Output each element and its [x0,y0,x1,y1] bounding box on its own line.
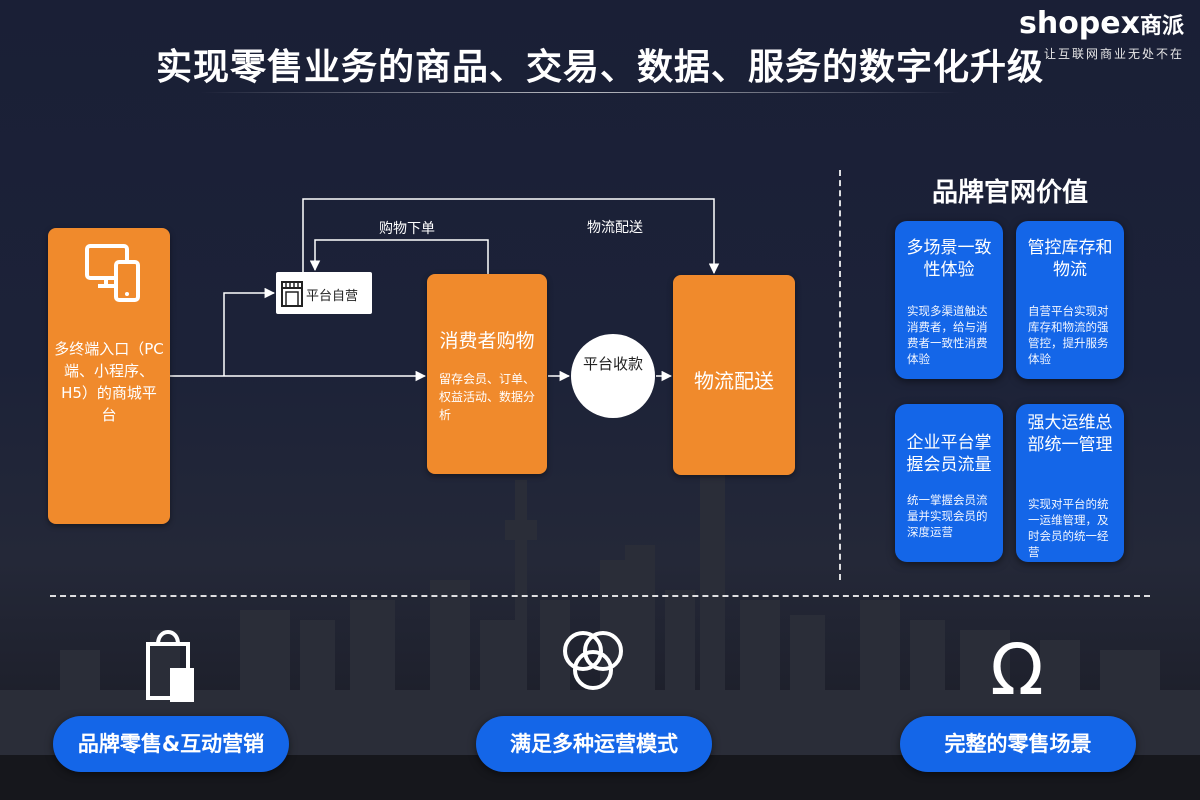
logo-brand: shopex [1018,6,1140,41]
logo-brand-cn: 商派 [1139,14,1184,39]
overlapping-circles-icon [563,631,623,690]
value-section-title: 品牌官网价值 [931,178,1088,208]
value-card-title: 管控库存和物流 [1027,238,1113,280]
shopping-desc: 留存会员、订单、权益活动、数据分析 [439,372,536,422]
value-card: 管控库存和物流 自营平台实现对库存和物流的强管控，提升服务体验 [1016,221,1124,379]
shopping-title: 消费者购物 [439,330,535,352]
platform-label: 平台自营 [306,289,359,304]
value-card-title: 多场景一致性体验 [906,238,992,280]
horizontal-divider [50,595,1150,597]
platform-payment-circle: 平台收款 [571,334,655,418]
value-card-desc: 实现对平台的统一运维管理，及时会员的统一经营 [1028,497,1109,559]
value-card-desc: 统一掌握会员流量并实现会员的深度运营 [907,493,988,539]
arrow-to-platform [223,287,276,376]
value-card: 强大运维总部统一管理 实现对平台的统一运维管理，及时会员的统一经营 [1016,404,1124,562]
logistics-box: 物流配送 [673,275,795,475]
vertical-divider [839,170,841,580]
arrow-platform-to-logistics [302,198,720,275]
edge-label-logistics: 物流配送 [587,220,643,236]
shopping-bag-icon [146,630,194,702]
platform-self-operated-box: 平台自营 [276,272,372,314]
edge-label-order: 购物下单 [379,221,435,237]
multi-terminal-box: 多终端入口（PC端、小程序、H5）的商城平台 [48,228,170,524]
feature-pill-operation-modes: 满足多种运营模式 [476,716,712,772]
shopex-logo: shopex商派 让互联网商业无处不在 [1019,6,1184,62]
value-card: 企业平台掌握会员流量 统一掌握会员流量并实现会员的深度运营 [895,404,1003,562]
page-title: 实现零售业务的商品、交易、数据、服务的数字化升级 [155,47,1044,88]
devices-icon [85,244,140,302]
value-card-desc: 自营平台实现对库存和物流的强管控，提升服务体验 [1028,304,1109,366]
feature-pill-retail-marketing: 品牌零售&互动营销 [53,716,289,772]
title-divider [200,92,960,93]
feature-pill-retail-scenarios: 完整的零售场景 [900,716,1136,772]
value-card-title: 强大运维总部统一管理 [1027,413,1113,455]
logistics-title: 物流配送 [694,369,774,393]
value-card-desc: 实现多渠道触达消费者，给与消费者一致性消费体验 [907,304,988,366]
arrow-shopping-to-platform [309,239,489,274]
storefront-icon [281,281,303,307]
omega-icon: Ω [990,629,1044,711]
terminal-text: 多终端入口（PC端、小程序、H5）的商城平台 [54,340,164,424]
payment-label: 平台收款 [582,355,643,373]
consumer-shopping-box: 消费者购物 留存会员、订单、权益活动、数据分析 [427,274,547,474]
value-card-title: 企业平台掌握会员流量 [906,433,992,475]
logo-slogan: 让互联网商业无处不在 [1043,47,1184,61]
value-card: 多场景一致性体验 实现多渠道触达消费者，给与消费者一致性消费体验 [895,221,1003,379]
